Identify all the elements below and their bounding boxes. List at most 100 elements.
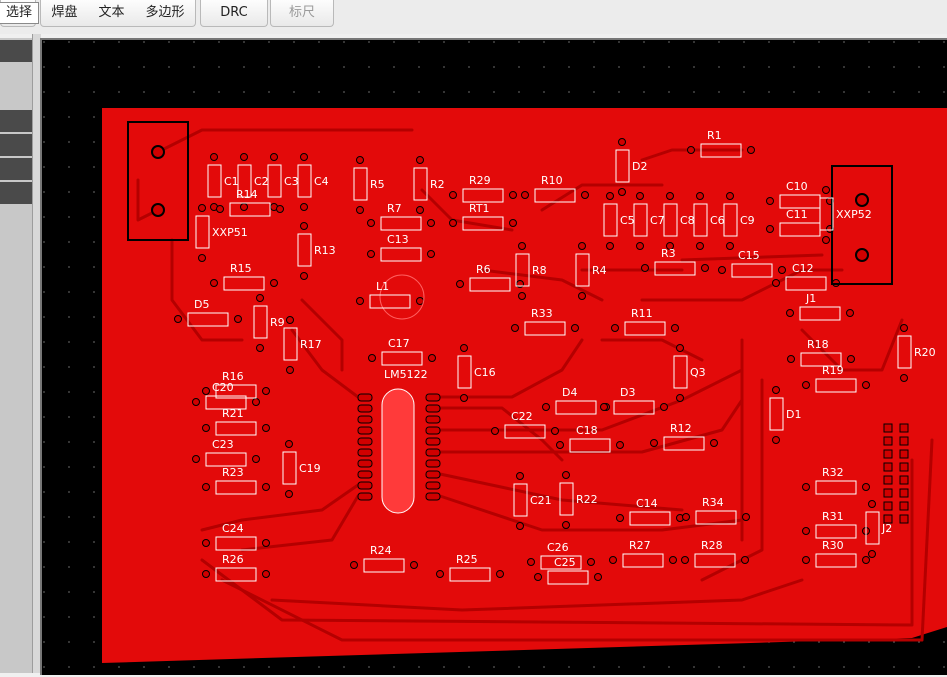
connector-xxp52-outline bbox=[831, 165, 893, 285]
component-c5[interactable] bbox=[603, 203, 618, 237]
component-label: D5 bbox=[194, 298, 209, 311]
component-c7[interactable] bbox=[633, 203, 648, 237]
polygon-button[interactable]: 多边形 bbox=[145, 5, 185, 20]
component-r24[interactable] bbox=[363, 558, 405, 573]
component-r21[interactable] bbox=[215, 421, 257, 436]
component-label: R18 bbox=[807, 338, 829, 351]
panel-splitter[interactable] bbox=[32, 34, 41, 673]
layer-item[interactable] bbox=[0, 182, 32, 204]
component-r28[interactable] bbox=[694, 553, 736, 568]
component-label: C9 bbox=[740, 214, 755, 227]
ic-lm5122[interactable]: LM5122 bbox=[381, 368, 428, 514]
component-r32[interactable] bbox=[815, 480, 857, 495]
connector-xxp51-outline bbox=[127, 121, 189, 241]
component-c24[interactable] bbox=[215, 536, 257, 551]
component-j1[interactable] bbox=[799, 306, 841, 321]
component-label: R6 bbox=[476, 263, 491, 276]
connector-pad bbox=[855, 248, 869, 262]
j2-pin bbox=[899, 449, 909, 459]
layer-item[interactable] bbox=[0, 110, 32, 132]
component-r3[interactable] bbox=[654, 261, 696, 276]
component-r10[interactable] bbox=[534, 188, 576, 203]
component-q3[interactable] bbox=[673, 355, 688, 389]
component-label: R2 bbox=[430, 178, 445, 191]
layer-item[interactable] bbox=[0, 134, 32, 156]
component-r5[interactable] bbox=[353, 167, 368, 201]
component-r33[interactable] bbox=[524, 321, 566, 336]
component-c2[interactable] bbox=[237, 164, 252, 198]
component-r22[interactable] bbox=[559, 482, 574, 516]
component-r34[interactable] bbox=[695, 510, 737, 525]
component-c12[interactable] bbox=[785, 276, 827, 291]
j2-pin bbox=[883, 423, 893, 433]
component-label: R30 bbox=[822, 539, 844, 552]
select-button[interactable]: 选择 bbox=[0, 2, 40, 24]
component-r31[interactable] bbox=[815, 524, 857, 539]
component-c14[interactable] bbox=[629, 511, 671, 526]
component-d4[interactable] bbox=[555, 400, 597, 415]
component-r1[interactable] bbox=[700, 143, 742, 158]
component-c13[interactable] bbox=[380, 247, 422, 262]
component-r9[interactable] bbox=[253, 305, 268, 339]
component-r23[interactable] bbox=[215, 480, 257, 495]
component-r6[interactable] bbox=[469, 277, 511, 292]
component-d3[interactable] bbox=[613, 400, 655, 415]
text-button[interactable]: 文本 bbox=[98, 5, 125, 20]
component-r17[interactable] bbox=[283, 327, 298, 361]
component-r2[interactable] bbox=[413, 167, 428, 201]
component-c20[interactable] bbox=[205, 395, 247, 410]
component-c3[interactable] bbox=[267, 164, 282, 198]
copper-track bbox=[680, 253, 824, 262]
ruler-button[interactable]: 标尺 bbox=[288, 5, 315, 20]
component-r11[interactable] bbox=[624, 321, 666, 336]
layer-item[interactable] bbox=[0, 158, 32, 180]
component-c9[interactable] bbox=[723, 203, 738, 237]
component-r25[interactable] bbox=[449, 567, 491, 582]
copper-track bbox=[270, 578, 804, 612]
component-c26[interactable] bbox=[540, 555, 582, 570]
component-l1[interactable] bbox=[369, 294, 411, 309]
component-r7[interactable] bbox=[380, 216, 422, 231]
component-c16[interactable] bbox=[457, 355, 472, 389]
component-c22[interactable] bbox=[504, 424, 546, 439]
component-xxp51[interactable] bbox=[195, 215, 210, 249]
layer-item[interactable] bbox=[0, 40, 32, 62]
component-label: R4 bbox=[592, 264, 607, 277]
component-c15[interactable] bbox=[731, 263, 773, 278]
component-r8[interactable] bbox=[515, 253, 530, 287]
component-c23[interactable] bbox=[205, 452, 247, 467]
component-r16[interactable] bbox=[215, 384, 257, 399]
component-r18[interactable] bbox=[800, 352, 842, 367]
component-d1[interactable] bbox=[769, 397, 784, 431]
component-c21[interactable] bbox=[513, 483, 528, 517]
component-r30[interactable] bbox=[815, 553, 857, 568]
component-label: R17 bbox=[300, 338, 322, 351]
component-c18[interactable] bbox=[569, 438, 611, 453]
component-j2[interactable] bbox=[865, 511, 880, 545]
drc-button[interactable]: DRC bbox=[220, 5, 248, 20]
component-r13[interactable] bbox=[297, 233, 312, 267]
component-r20[interactable] bbox=[897, 335, 912, 369]
component-c8[interactable] bbox=[663, 203, 678, 237]
component-r4[interactable] bbox=[575, 253, 590, 287]
pad-button[interactable]: 焊盘 bbox=[51, 5, 78, 20]
component-r14[interactable] bbox=[229, 202, 271, 217]
component-c4[interactable] bbox=[297, 164, 312, 198]
component-c17[interactable] bbox=[381, 351, 423, 366]
component-d5[interactable] bbox=[187, 312, 229, 327]
component-r29[interactable] bbox=[462, 188, 504, 203]
component-r26[interactable] bbox=[215, 567, 257, 582]
component-r12[interactable] bbox=[663, 436, 705, 451]
component-r27[interactable] bbox=[622, 553, 664, 568]
component-d2[interactable] bbox=[615, 149, 630, 183]
component-r19[interactable] bbox=[815, 378, 857, 393]
component-c1[interactable] bbox=[207, 164, 222, 198]
component-rt1[interactable] bbox=[462, 216, 504, 231]
component-c6[interactable] bbox=[693, 203, 708, 237]
component-c19[interactable] bbox=[282, 451, 297, 485]
component-c25[interactable] bbox=[547, 570, 589, 585]
component-r15[interactable] bbox=[223, 276, 265, 291]
component-xxp52[interactable] bbox=[819, 197, 834, 231]
